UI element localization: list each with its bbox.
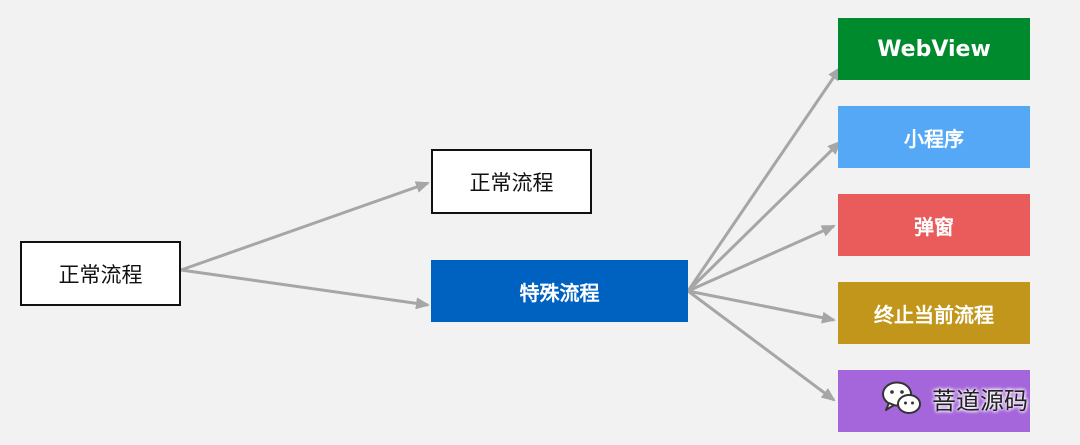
special-flow-node: 特殊流程 xyxy=(431,260,688,322)
terminate-flow-label: 终止当前流程 xyxy=(874,302,994,327)
wechat-icon xyxy=(882,381,921,414)
watermark-text: 菩道源码 xyxy=(932,386,1028,415)
special-flow-label: 特殊流程 xyxy=(519,280,600,305)
normal-flow-node: 正常流程 xyxy=(431,149,592,214)
other-node xyxy=(838,370,1030,432)
webview-label: WebView xyxy=(877,36,991,62)
arrow-special-to-webview xyxy=(686,66,842,292)
arrow-start-to-normal xyxy=(180,181,430,272)
arrow-special-to-other xyxy=(687,289,836,402)
terminate-flow-node: 终止当前流程 xyxy=(838,282,1030,344)
arrow-start-to-special xyxy=(180,268,430,310)
popup-label: 弹窗 xyxy=(914,214,954,239)
arrow-special-to-popup xyxy=(687,224,836,293)
mini-program-label: 小程序 xyxy=(904,126,964,151)
arrow-special-to-mini xyxy=(686,140,842,293)
mini-program-node: 小程序 xyxy=(838,106,1030,168)
popup-node: 弹窗 xyxy=(838,194,1030,256)
start-node: 正常流程 xyxy=(20,241,181,306)
normal-flow-label: 正常流程 xyxy=(469,170,554,195)
arrow-special-to-stop xyxy=(687,289,836,324)
webview-node: WebView xyxy=(838,18,1030,80)
watermark: 菩道源码 xyxy=(880,376,1028,420)
start-node-label: 正常流程 xyxy=(58,262,143,287)
